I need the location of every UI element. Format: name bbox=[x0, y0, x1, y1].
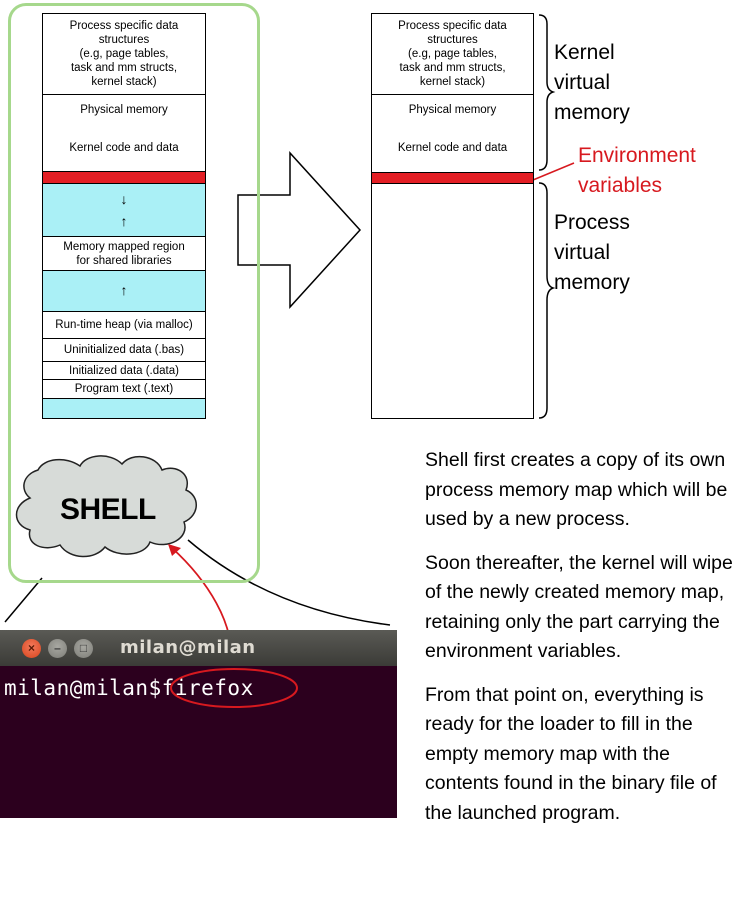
segment-environment-variables bbox=[43, 172, 205, 184]
segment-physical-memory: Physical memory bbox=[372, 95, 533, 124]
shell-to-terminal-line-left bbox=[4, 577, 43, 623]
arrow-up-icon: ↑ bbox=[120, 282, 128, 298]
segment-physical-memory: Physical memory bbox=[43, 95, 205, 124]
environment-variables-label: Environment variables bbox=[578, 144, 696, 197]
segment-label: Program text (.text) bbox=[74, 383, 174, 395]
segment-label: Initialized data (.data) bbox=[69, 364, 179, 377]
kernel-virtual-memory-label: Kernel virtual memory bbox=[554, 41, 630, 124]
source-process-container bbox=[8, 3, 260, 583]
maximize-icon[interactable]: □ bbox=[74, 639, 93, 658]
terminal-titlebar[interactable]: × – □ milan@milan bbox=[0, 630, 397, 666]
env-connector bbox=[532, 162, 575, 181]
segment-label: Physical memory bbox=[408, 103, 497, 116]
segment-process-structures: Process specific data structures (e.g, p… bbox=[372, 14, 533, 95]
segment-reserved bbox=[43, 399, 205, 418]
segment-heap-growth: ↑ bbox=[43, 271, 205, 312]
minimize-icon[interactable]: – bbox=[48, 639, 67, 658]
paragraph-3: From that point on, everything is ready … bbox=[425, 683, 717, 824]
segment-label: Kernel code and data bbox=[69, 141, 179, 154]
new-memory-map: Process specific data structures (e.g, p… bbox=[371, 13, 534, 419]
terminal-window[interactable]: × – □ milan@milan milan@milan$firefox bbox=[0, 630, 397, 818]
close-icon[interactable]: × bbox=[22, 639, 41, 658]
segment-label: Run-time heap (via malloc) bbox=[55, 319, 193, 331]
process-virtual-memory-label: Process virtual memory bbox=[554, 211, 630, 294]
segment-kernel-code: Kernel code and data bbox=[43, 124, 205, 172]
terminal-prompt: milan@milan$ bbox=[4, 676, 162, 700]
segment-shared-libraries: Memory mapped region for shared librarie… bbox=[43, 237, 205, 271]
explanation-text: Shell first creates a copy of its own pr… bbox=[425, 446, 740, 842]
command-highlight bbox=[170, 668, 298, 708]
shell-label: SHELL bbox=[60, 493, 156, 526]
arrow-up-icon: ↑ bbox=[120, 213, 128, 229]
segment-text: Program text (.text) bbox=[43, 380, 205, 399]
segment-label: Kernel code and data bbox=[397, 142, 508, 154]
source-memory-map: Process specific data structures (e.g, p… bbox=[42, 13, 206, 419]
segment-process-structures: Process specific data structures (e.g, p… bbox=[43, 14, 205, 95]
segment-label: Memory mapped region for shared librarie… bbox=[63, 240, 185, 267]
segment-data: Initialized data (.data) bbox=[43, 362, 205, 380]
arrow-down-icon: ↓ bbox=[120, 191, 128, 207]
segment-label: Uninitialized data (.bas) bbox=[63, 344, 185, 356]
kernel-brace bbox=[538, 14, 556, 171]
segment-heap: Run-time heap (via malloc) bbox=[43, 312, 205, 339]
segment-stack-area: ↓ ↑ bbox=[43, 192, 205, 237]
segment-label: Process specific data structures (e.g, p… bbox=[69, 20, 179, 88]
segment-gap-white bbox=[43, 184, 205, 192]
segment-label: Process specific data structures (e.g, p… bbox=[398, 20, 507, 88]
segment-empty-process-memory bbox=[372, 184, 533, 418]
paragraph-1: Shell first creates a copy of its own pr… bbox=[425, 449, 728, 530]
segment-environment-variables bbox=[372, 172, 533, 184]
process-brace bbox=[538, 182, 556, 419]
paragraph-2: Soon thereafter, the kernel will wipe of… bbox=[425, 551, 733, 663]
terminal-title: milan@milan bbox=[120, 637, 256, 658]
segment-bss: Uninitialized data (.bas) bbox=[43, 339, 205, 362]
segment-kernel-code: Kernel code and data bbox=[372, 124, 533, 172]
segment-label: Physical memory bbox=[80, 103, 168, 116]
